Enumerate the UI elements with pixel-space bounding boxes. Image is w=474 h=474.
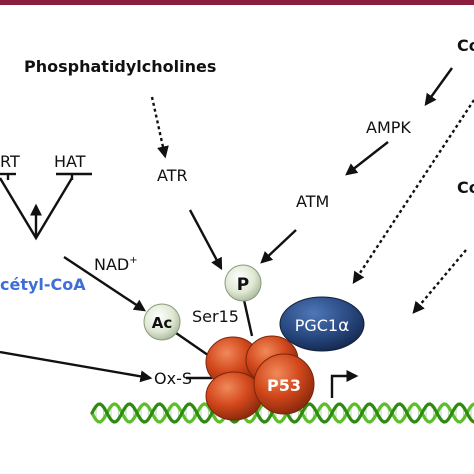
dna-strand: [90, 402, 474, 424]
arrow-co-ampk: [424, 67, 453, 106]
arrow-nad-ac: [63, 255, 147, 312]
hat-label: HAT: [54, 152, 86, 171]
acetyl-coa-label: cétyl-CoA: [0, 275, 86, 294]
phosphate-marker-label: P: [237, 275, 249, 295]
pgc1-label: PGC1α: [295, 316, 350, 336]
arrow-atm-p: [260, 229, 297, 264]
p53-label: P53: [267, 376, 301, 395]
acetyl-marker-label: Ac: [152, 314, 173, 332]
arrow-phosphatidylcholines-atr: [150, 96, 169, 159]
arrow-dotted-right-top: [352, 99, 474, 285]
sirt-label: RT: [0, 152, 20, 171]
nad-label: NAD+: [94, 255, 138, 274]
pgc1-alpha-protein: PGC1α: [279, 296, 365, 352]
arrow-atr-p: [188, 209, 223, 271]
phosphatidylcholines-label: Phosphatidylcholines: [24, 57, 216, 76]
sirt-hat-bracket: [0, 177, 74, 241]
phosphate-marker: P: [224, 264, 262, 302]
ser15-label: Ser15: [192, 307, 239, 326]
co-label-top-right: Co: [457, 36, 474, 55]
ampk-label: AMPK: [366, 118, 411, 137]
line-p-p53: [242, 299, 254, 337]
arrow-ampk-atm: [345, 141, 389, 176]
atr-label: ATR: [157, 166, 188, 185]
pathway-arrows: [0, 67, 474, 383]
atm-label: ATM: [296, 192, 329, 211]
p53-subunit-3: [205, 371, 263, 421]
p53-complex: P53: [205, 335, 315, 421]
co-label-mid-right: Co: [457, 178, 474, 197]
p53-subunit-4: [253, 353, 315, 415]
top-band: [0, 0, 474, 5]
arrow-dotted-right-mid: [412, 249, 467, 314]
ox-s-label: Ox-S: [154, 369, 192, 388]
acetyl-marker: Ac: [143, 303, 181, 341]
arrow-left-oxs: [0, 350, 153, 383]
bent-arrow-icon: [330, 370, 359, 398]
